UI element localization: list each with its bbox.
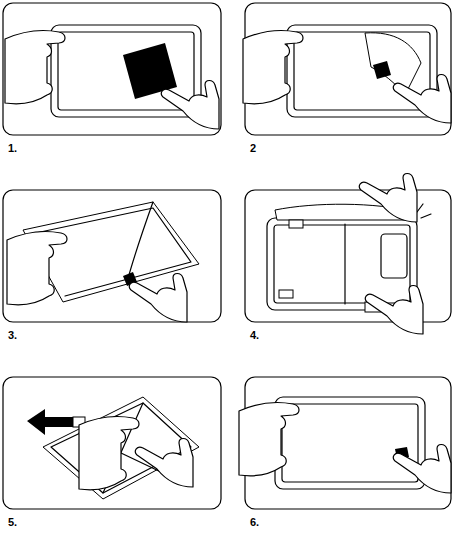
- step-number: 6.: [250, 516, 259, 529]
- step-illustration: [239, 397, 451, 493]
- step-number: 4.: [250, 329, 259, 342]
- step-illustration: [243, 25, 451, 123]
- step-number: 3.: [8, 329, 17, 342]
- step-illustration: [7, 202, 199, 322]
- step-illustration: [5, 25, 219, 129]
- step-number: 2: [250, 142, 256, 155]
- step-number: 5.: [8, 516, 17, 529]
- step-number: 1.: [8, 142, 17, 155]
- step-illustration: [27, 397, 199, 499]
- step-illustration: [267, 174, 431, 335]
- step-panel: [3, 3, 451, 509]
